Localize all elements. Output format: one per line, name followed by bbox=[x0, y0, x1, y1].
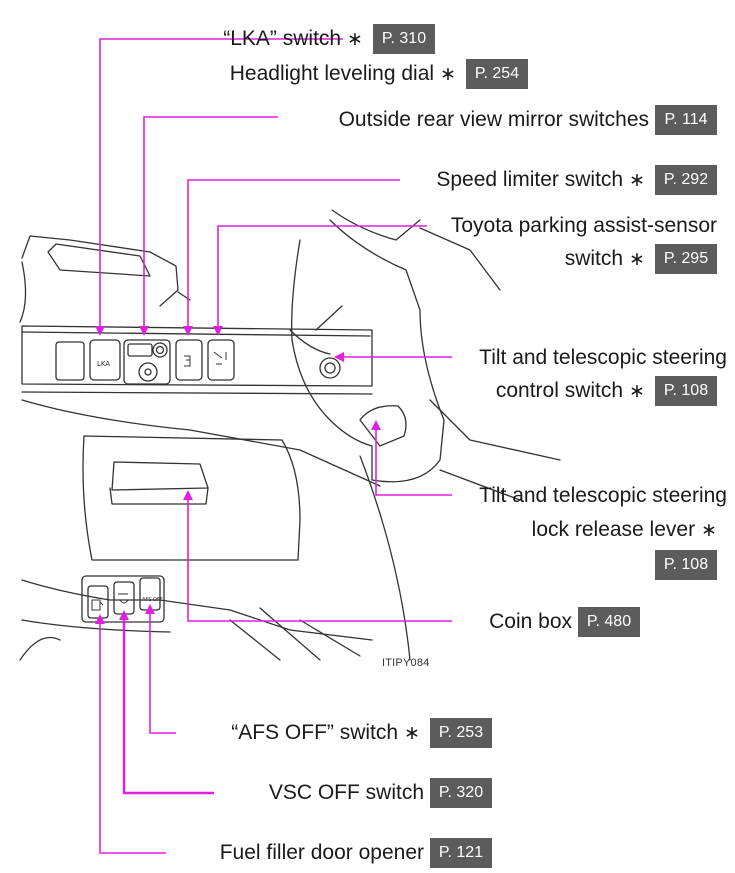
callout-tilt-line1: Tilt and telescopic steering bbox=[479, 341, 727, 375]
vent-inner bbox=[47, 243, 151, 277]
asterisk-icon: ∗ bbox=[347, 28, 363, 50]
callout-text: Coin box bbox=[489, 610, 572, 633]
asterisk-icon: ∗ bbox=[629, 169, 645, 191]
vsc-icon bbox=[118, 593, 129, 604]
fuel-door-icon bbox=[91, 599, 104, 611]
page-ref-afs-off[interactable]: P. 253 bbox=[430, 718, 492, 748]
callout-text: Headlight leveling dial bbox=[229, 62, 435, 85]
arrow-lock bbox=[371, 420, 381, 430]
arrow-mirror bbox=[139, 326, 149, 336]
asterisk-icon: ∗ bbox=[629, 248, 645, 270]
coin-box bbox=[82, 435, 301, 561]
page-ref-coin-box[interactable]: P. 480 bbox=[578, 607, 640, 637]
callout-text: Fuel filler door opener bbox=[219, 841, 424, 864]
leader-fuel bbox=[99, 624, 166, 854]
callout-text: “LKA” switch bbox=[223, 27, 342, 50]
leader-parking bbox=[217, 225, 427, 326]
callout-fuel-opener: Fuel filler door opener P. 121 bbox=[220, 836, 492, 870]
callout-lock-line3: P. 108 bbox=[655, 548, 717, 582]
lka-switch-glyph: LKA bbox=[97, 360, 110, 368]
callout-afs-off: “AFS OFF” switch ∗ P. 253 bbox=[231, 716, 492, 750]
leader-vsc bbox=[122, 620, 214, 795]
callout-text: Tilt and telescopic steering bbox=[479, 346, 727, 369]
callout-tilt-line2: control switch ∗ P. 108 bbox=[496, 374, 717, 408]
speed-limiter-switch bbox=[175, 339, 203, 381]
page-ref-tilt[interactable]: P. 108 bbox=[655, 376, 717, 406]
callout-mirror: Outside rear view mirror switches P. 114 bbox=[339, 103, 717, 137]
fuel-opener-switch bbox=[87, 585, 109, 619]
speed-limiter-icon bbox=[184, 355, 191, 367]
callout-lock-line1: Tilt and telescopic steering bbox=[479, 479, 727, 513]
callout-parking-line2: switch ∗ P. 295 bbox=[565, 242, 717, 276]
arrow-vsc bbox=[119, 610, 129, 620]
arrow-fuel bbox=[95, 614, 105, 624]
callout-text: “AFS OFF” switch bbox=[231, 721, 399, 744]
parking-sensor-icon bbox=[213, 351, 227, 365]
callout-parking-line1: Toyota parking assist-sensor bbox=[451, 209, 717, 243]
asterisk-icon: ∗ bbox=[701, 519, 717, 541]
asterisk-icon: ∗ bbox=[629, 380, 645, 402]
callout-text: lock release lever bbox=[531, 518, 696, 541]
page-ref-mirror[interactable]: P. 114 bbox=[655, 105, 717, 135]
page-ref-speed-limiter[interactable]: P. 292 bbox=[655, 165, 717, 195]
leader-afs bbox=[149, 614, 176, 734]
callout-text: Toyota parking assist-sensor bbox=[450, 214, 717, 237]
callout-coin-box: Coin box P. 480 bbox=[489, 605, 640, 639]
callout-speed-limiter: Speed limiter switch ∗ P. 292 bbox=[436, 163, 717, 197]
page-ref-lock[interactable]: P. 108 bbox=[655, 550, 717, 580]
page-ref-lka[interactable]: P. 310 bbox=[373, 24, 435, 54]
arrow-coin bbox=[183, 490, 193, 500]
afs-switch-glyph: AFS OFF bbox=[142, 597, 163, 603]
callout-text: control switch bbox=[495, 379, 624, 402]
arrow-speed bbox=[183, 326, 193, 336]
callout-lka: “LKA” switch ∗ P. 310 bbox=[223, 22, 435, 56]
vsc-off-switch bbox=[113, 581, 135, 615]
callout-lock-line2: lock release lever ∗ bbox=[532, 513, 717, 547]
page-ref-parking[interactable]: P. 295 bbox=[655, 244, 717, 274]
leader-speed bbox=[187, 179, 400, 326]
asterisk-icon: ∗ bbox=[404, 722, 420, 744]
callout-text: VSC OFF switch bbox=[268, 781, 424, 804]
callout-text: Outside rear view mirror switches bbox=[338, 108, 649, 131]
arrow-parking bbox=[213, 326, 223, 336]
steering-column bbox=[291, 219, 445, 483]
arrow-tilt bbox=[334, 352, 344, 362]
mirror-switch-housing bbox=[123, 339, 171, 385]
leader-lka bbox=[99, 38, 343, 326]
page-ref-vsc-off[interactable]: P. 320 bbox=[430, 778, 492, 808]
leader-lock bbox=[375, 430, 452, 496]
asterisk-icon: ∗ bbox=[440, 63, 456, 85]
callout-text: Speed limiter switch bbox=[436, 168, 624, 191]
arrow-afs bbox=[145, 604, 155, 614]
image-caption: ITIPY084 bbox=[382, 657, 430, 669]
switch-panel bbox=[21, 325, 373, 387]
tilt-control-knob bbox=[319, 357, 341, 379]
callout-vsc-off: VSC OFF switch P. 320 bbox=[269, 776, 492, 810]
callout-headlight: Headlight leveling dial ∗ P. 254 bbox=[230, 57, 528, 91]
callout-text: Tilt and telescopic steering bbox=[479, 484, 727, 507]
leader-mirror bbox=[143, 116, 278, 326]
headlight-dial bbox=[152, 342, 168, 358]
lka-switch bbox=[89, 339, 121, 381]
arrow-lka bbox=[95, 326, 105, 336]
parking-assist-switch bbox=[207, 339, 235, 381]
leader-coin bbox=[187, 500, 452, 622]
page-ref-headlight[interactable]: P. 254 bbox=[466, 59, 528, 89]
callout-text: switch bbox=[564, 247, 624, 270]
vent-outline bbox=[21, 235, 179, 307]
page-ref-fuel-opener[interactable]: P. 121 bbox=[430, 838, 492, 868]
